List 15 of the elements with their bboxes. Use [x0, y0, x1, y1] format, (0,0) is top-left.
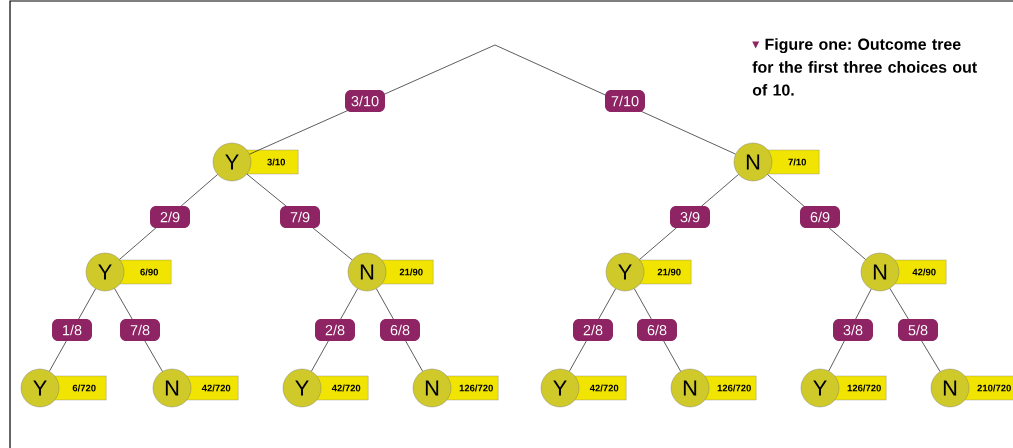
probability-label: 3/10 — [345, 90, 385, 112]
probability-label: 3/9 — [670, 206, 710, 228]
probability-label: 2/9 — [150, 206, 190, 228]
figure-title: Figure one: Outcome tree for the first three choices out of 10. — [752, 38, 977, 96]
probability-label: 7/8 — [120, 319, 160, 341]
probability-label: 2/8 — [573, 319, 613, 341]
probability-label: 2/8 — [315, 319, 355, 341]
probability-label: 6/8 — [380, 319, 420, 341]
probability-label: 1/8 — [52, 319, 92, 341]
probability-label: 7/9 — [280, 206, 320, 228]
probability-label: 3/8 — [833, 319, 873, 341]
probability-label: 7/10 — [605, 90, 645, 112]
probability-label: 6/8 — [637, 319, 677, 341]
probability-label: 5/8 — [898, 319, 938, 341]
probability-label: 6/9 — [800, 206, 840, 228]
